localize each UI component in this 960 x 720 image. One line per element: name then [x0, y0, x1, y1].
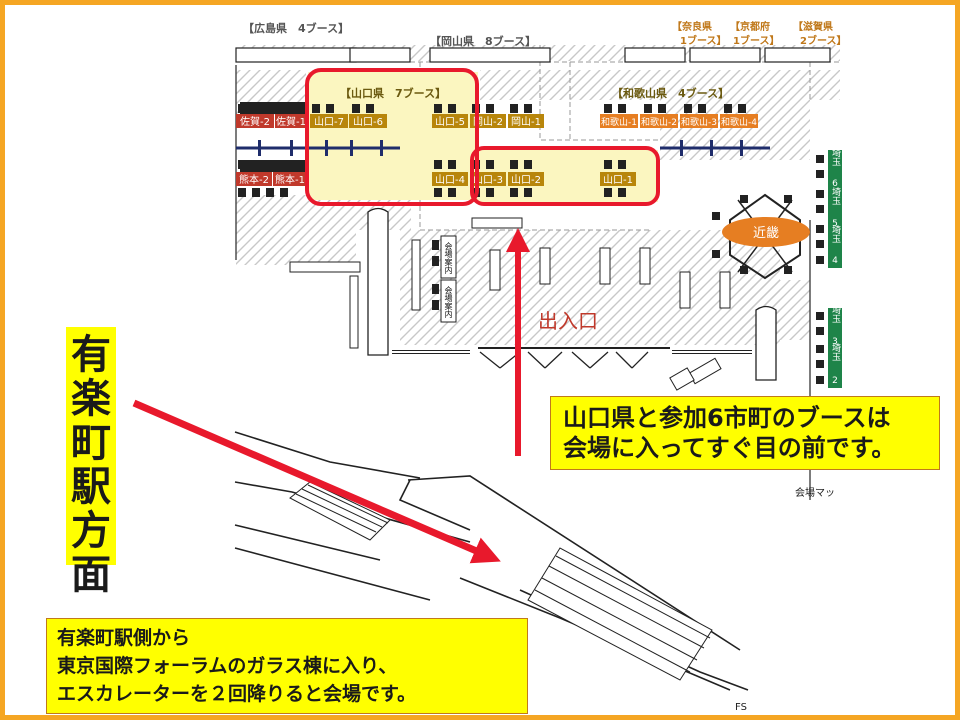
booth-kumamoto-1: 熊本-1	[275, 173, 305, 186]
partition-posts	[258, 140, 743, 156]
map-note: 会場マッ	[795, 486, 835, 499]
saitama-label-6b: 6	[832, 179, 838, 189]
escalator-1	[289, 481, 391, 541]
header-okayama: 【岡山県 8ブース】	[430, 34, 536, 48]
info-desk-2: 会場案内	[444, 285, 453, 319]
header-nara-count: 1ブース】	[680, 34, 726, 47]
entrance-label: 出入口	[538, 309, 598, 333]
title-char-6: 面	[71, 552, 111, 598]
highlight-yamaguchi-lower	[470, 146, 660, 206]
floor-map: 【広島県 4ブース】 【岡山県 8ブース】 【山口県 7ブース】 【和歌山県 4…	[132, 20, 846, 713]
header-shiga-count: 2ブース】	[800, 34, 846, 47]
header-kyoto: 【京都府	[730, 20, 770, 33]
route-callout: 有楽町駅側から 東京国際フォーラムのガラス棟に入り、 エスカレーターを２回降りる…	[46, 618, 528, 714]
booth-wakayama-3: 和歌山-3	[681, 116, 717, 128]
kinki-lounge: 近畿	[712, 193, 810, 280]
fs-label: FS	[735, 702, 747, 713]
title-char-1: 有	[71, 332, 111, 378]
booth-yamaguchi-2: 山口-2	[511, 174, 541, 186]
saitama-label-5b: 5	[832, 219, 838, 229]
booth-yamaguchi-1: 山口-1	[603, 174, 633, 186]
station-arrow	[132, 399, 501, 564]
booth-wakayama-1: 和歌山-1	[601, 116, 637, 128]
white-tables	[289, 217, 523, 273]
booth-yamaguchi-7: 山口-7	[314, 116, 344, 128]
title-char-5: 方	[71, 508, 111, 554]
booth-yamaguchi-3: 山口-3	[473, 174, 503, 186]
display-panels	[349, 239, 731, 349]
header-shiga: 【滋賀県	[793, 20, 833, 33]
header-yamaguchi: 【山口県 7ブース】	[340, 86, 446, 100]
booth-callout-line-1: 山口県と参加6市町のブースは	[563, 404, 891, 432]
booth-yamaguchi-5: 山口-5	[435, 116, 465, 128]
title-char-4: 駅	[71, 464, 111, 510]
booth-okayama-2: 岡山-2	[473, 116, 503, 128]
escalator-2	[527, 547, 713, 681]
booth-wakayama-4: 和歌山-4	[721, 116, 757, 128]
saitama-label-6a: 埼玉	[830, 147, 841, 166]
kinki-badge	[722, 217, 810, 247]
chair-rows	[238, 104, 746, 197]
booth-wakayama-2: 和歌山-2	[641, 116, 677, 128]
lounge-chairs	[669, 357, 722, 391]
saitama-label-2a: 埼玉	[830, 342, 841, 361]
title-char-2: 楽	[71, 376, 111, 422]
booth-row-upper: 佐賀-2 佐賀-1 山口-7 山口-6 山口-5 岡山-2 岡山-1 和歌山-1…	[236, 114, 758, 128]
header-kyoto-count: 1ブース】	[733, 34, 779, 47]
pillars	[367, 207, 777, 381]
prefecture-headers: 【広島県 4ブース】 【岡山県 8ブース】 【山口県 7ブース】 【和歌山県 4…	[243, 20, 846, 100]
kinki-label: 近畿	[753, 226, 779, 241]
title-char-3: 町	[71, 420, 111, 466]
saitama-booths	[828, 150, 842, 388]
route-callout-line-3: エスカレーターを２回降りると会場です。	[57, 683, 417, 705]
saitama-label-3b: 3	[832, 337, 838, 347]
header-nara: 【奈良県	[672, 20, 712, 33]
booth-yamaguchi-4: 山口-4	[435, 174, 465, 186]
saitama-label-3a: 埼玉	[830, 304, 841, 323]
top-table-rows	[235, 47, 831, 63]
booth-saga-1: 佐賀-1	[276, 116, 306, 128]
saitama-label-4a: 埼玉	[830, 224, 841, 243]
highlight-yamaguchi-upper	[305, 68, 479, 206]
entrance-doors	[392, 347, 752, 369]
station-direction-title: 有 楽 町 駅 方 面	[66, 327, 116, 597]
booth-location-callout: 山口県と参加6市町のブースは 会場に入ってすぐ目の前です。	[550, 396, 940, 470]
saitama-label-2b: 2	[832, 376, 838, 386]
booth-yamaguchi-6: 山口-6	[353, 116, 383, 128]
booth-saga-2: 佐賀-2	[240, 116, 270, 128]
header-hiroshima: 【広島県 4ブース】	[243, 21, 349, 35]
route-callout-line-2: 東京国際フォーラムのガラス棟に入り、	[57, 655, 398, 677]
info-desks: 会場案内 会場案内	[432, 235, 457, 323]
saitama-label-5a: 埼玉	[830, 186, 841, 205]
booth-okayama-1: 岡山-1	[511, 116, 541, 128]
route-callout-line-1: 有楽町駅側から	[57, 627, 191, 649]
saitama-chairs	[816, 155, 824, 384]
info-desk-1: 会場案内	[444, 241, 453, 275]
booth-kumamoto-2: 熊本-2	[239, 173, 269, 186]
header-wakayama: 【和歌山県 4ブース】	[612, 86, 729, 100]
booth-callout-line-2: 会場に入ってすぐ目の前です。	[563, 434, 896, 462]
saitama-label-4b: 4	[832, 256, 838, 266]
